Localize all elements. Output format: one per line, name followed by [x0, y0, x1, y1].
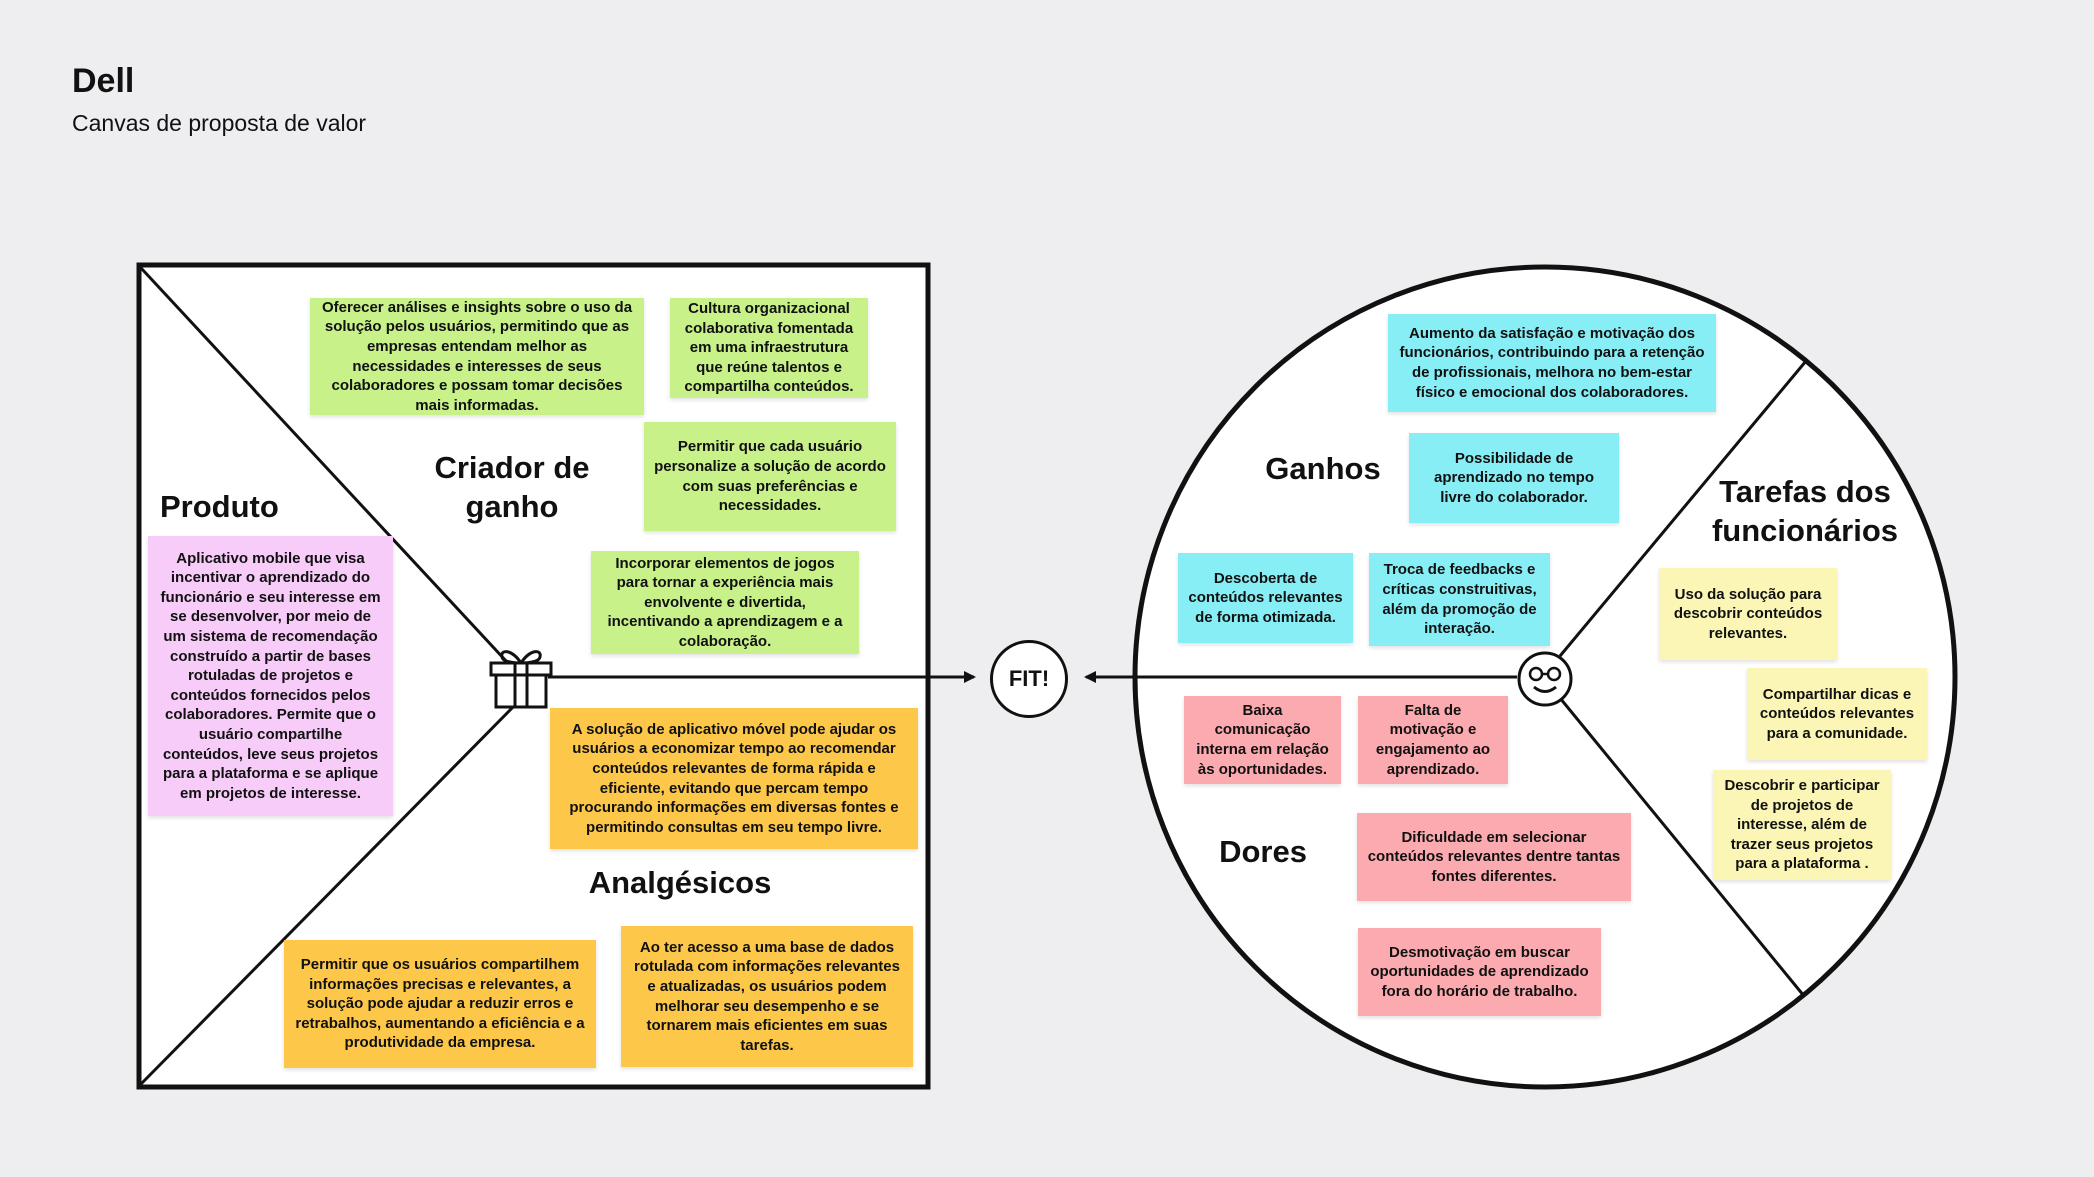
note-analgesico-1: A solução de aplicativo móvel pode ajuda… — [550, 708, 918, 849]
label-dores: Dores — [1219, 834, 1307, 869]
label-ganhos: Ganhos — [1265, 451, 1381, 486]
note-criador-1: Oferecer análises e insights sobre o uso… — [310, 298, 644, 415]
value-map-diagonal-top — [139, 266, 522, 678]
note-dor-4: Desmotivação em buscar oportunidades de … — [1358, 928, 1601, 1016]
note-ganho-1: Aumento da satisfação e motivação dos fu… — [1388, 314, 1716, 412]
customer-divider-bottom — [1558, 697, 1806, 997]
note-analgesico-3: Ao ter acesso a uma base de dados rotula… — [621, 926, 913, 1067]
note-tarefa-1: Uso da solução para descobrir conteúdos … — [1659, 568, 1837, 660]
note-analgesico-2: Permitir que os usuários compartilhem in… — [284, 940, 596, 1068]
page-subtitle: Canvas de proposta de valor — [72, 110, 367, 136]
note-tarefa-3: Descobrir e participar de projetos de in… — [1713, 770, 1891, 880]
page-title: Dell — [72, 62, 135, 100]
label-analgesicos: Analgésicos — [588, 865, 772, 900]
note-criador-4: Incorporar elementos de jogos para torna… — [591, 551, 859, 654]
note-criador-2: Cultura organizacional colaborativa fome… — [670, 298, 868, 398]
value-map-diagonal-bottom — [139, 698, 522, 1086]
note-dor-2: Falta de motivação e engajamento ao apre… — [1358, 696, 1508, 784]
label-produto: Produto — [160, 489, 279, 524]
gift-icon — [488, 645, 554, 714]
smiley-face-icon — [1516, 650, 1574, 713]
fit-circle: FIT! — [990, 640, 1068, 718]
note-produto: Aplicativo mobile que visa incentivar o … — [148, 536, 393, 816]
customer-divider-top — [1558, 360, 1808, 657]
label-tarefas: Tarefas dos funcionários — [1711, 474, 1898, 548]
note-ganho-4: Troca de feedbacks e críticas construiti… — [1369, 553, 1550, 646]
label-criador-de-ganho: Criador de ganho — [434, 450, 590, 524]
note-criador-3: Permitir que cada usuário personalize a … — [644, 422, 896, 531]
note-dor-1: Baixa comunicação interna em relação às … — [1184, 696, 1341, 784]
note-tarefa-2: Compartilhar dicas e conteúdos relevante… — [1747, 668, 1927, 760]
note-dor-3: Dificuldade em selecionar conteúdos rele… — [1357, 813, 1631, 901]
note-ganho-3: Descoberta de conteúdos relevantes de fo… — [1178, 553, 1353, 643]
note-ganho-2: Possibilidade de aprendizado no tempo li… — [1409, 433, 1619, 523]
